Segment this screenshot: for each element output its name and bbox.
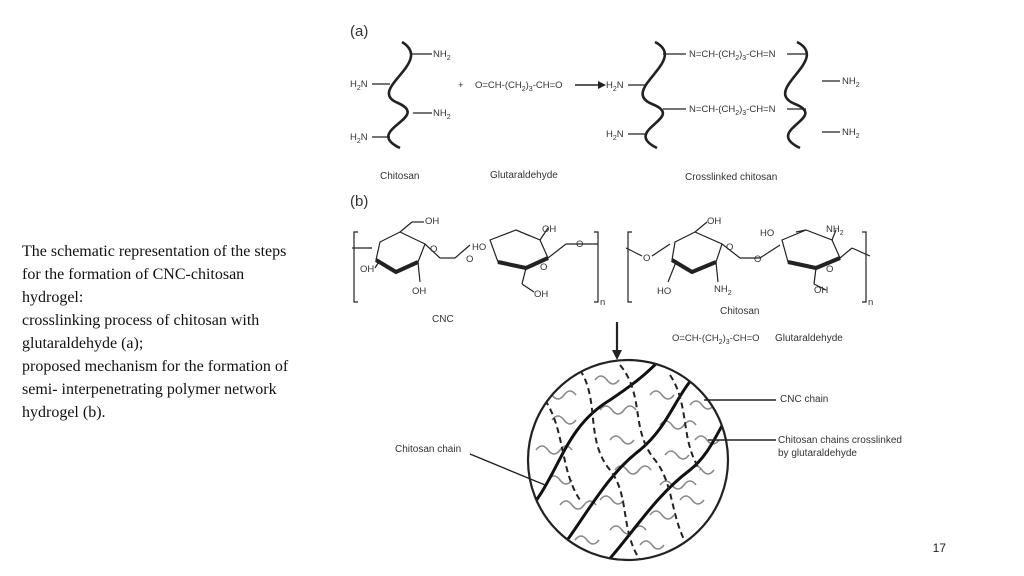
- glutaraldehyde-label-b: Glutaraldehyde: [775, 333, 843, 344]
- glutaraldehyde-label-a: Glutaraldehyde: [490, 170, 558, 181]
- crosslinked-right-chain: [783, 40, 809, 150]
- reaction-arrow: [575, 81, 606, 89]
- crosslink-dashed: [544, 364, 701, 560]
- slide-caption: The schematic representation of the step…: [22, 240, 352, 424]
- chitosan-n-subscript: n: [868, 297, 873, 308]
- cnc-chain-label: CNC chain: [780, 394, 828, 405]
- svg-text:H2N: H2N: [606, 80, 624, 93]
- crosslinked-left-chain: [641, 40, 667, 150]
- cnc-ring-o-1: O: [430, 244, 437, 255]
- cnc-structure: [352, 221, 599, 303]
- chitosan-amine-1: NH2: [714, 284, 732, 297]
- caption-line: hydrogel (b).: [22, 404, 106, 421]
- svg-text:H2N: H2N: [606, 129, 624, 142]
- hydrogel-network-sphere: [526, 358, 730, 562]
- cnc-ring-o-2: O: [540, 262, 547, 273]
- glutaraldehyde-formula: O=CH-(CH2)3-CH=O: [475, 80, 563, 93]
- crosslinked-amine-right-bottom: NH2: [842, 127, 860, 140]
- caption-line: crosslinking process of chitosan with: [22, 312, 260, 329]
- svg-text:N=CH-(CH2)3-CH=N: N=CH-(CH2)3-CH=N: [689, 104, 776, 117]
- chitosan-ring-o-2: O: [826, 264, 833, 275]
- chitosan-chain-leader: [469, 453, 546, 486]
- svg-text:N=CH-(CH2)3-CH=N: N=CH-(CH2)3-CH=N: [689, 49, 776, 62]
- chitosan-ho: HO: [657, 286, 671, 297]
- chitosan-ho-2: HO: [760, 228, 774, 239]
- svg-text:NH2: NH2: [433, 49, 451, 62]
- chitosan-chain-label: Chitosan chain: [395, 444, 461, 455]
- cnc-oh-5: OH: [534, 289, 548, 300]
- cnc-oh-1: OH: [425, 216, 439, 227]
- crosslinked-chitosan-label: Crosslinked chitosan: [685, 172, 777, 183]
- amine-group-2: H2N: [350, 79, 368, 92]
- crosslinked-amine-right-top: NH2: [842, 76, 860, 89]
- glutaraldehyde-formula-b: O=CH-(CH2)3-CH=O: [672, 333, 760, 346]
- crosslink-bridge-1: N=CH-(CH2)3-CH=N: [689, 49, 776, 62]
- crosslinked-chain-label-2: by glutaraldehyde: [778, 448, 857, 459]
- caption-line: semi- interpenetrating polymer network: [22, 381, 277, 398]
- cnc-ho: HO: [472, 242, 486, 253]
- panel-a-tag: (a): [350, 23, 368, 40]
- mechanism-arrow: [612, 322, 622, 360]
- svg-text:NH2: NH2: [433, 108, 451, 121]
- cnc-bridge-o: O: [466, 254, 473, 265]
- caption-line: The schematic representation of the step…: [22, 243, 287, 260]
- crosslinked-chain-label-1: Chitosan chains crosslinked: [778, 435, 902, 446]
- caption-line: glutaraldehyde (a);: [22, 335, 144, 352]
- crosslinked-amine-left-top: H2N: [606, 80, 624, 93]
- amine-group-3: NH2: [433, 108, 451, 121]
- cnc-oh-4: OH: [542, 224, 556, 235]
- chitosan-ring-o-1: O: [726, 242, 733, 253]
- caption-line: for the formation of CNC-chitosan: [22, 266, 245, 283]
- page-number: 17: [932, 541, 946, 555]
- cnc-label: CNC: [432, 314, 454, 325]
- svg-text:O=CH-(CH2)3-CH=O: O=CH-(CH2)3-CH=O: [475, 80, 563, 93]
- crosslink-bridge-2: N=CH-(CH2)3-CH=N: [689, 104, 776, 117]
- cnc-n-subscript: n: [600, 297, 605, 308]
- cnc-oh-2: OH: [360, 264, 374, 275]
- chitosan-chain-curve: [387, 40, 413, 150]
- amine-group-4: H2N: [350, 132, 368, 145]
- cnc-oh-3: OH: [412, 286, 426, 297]
- svg-text:NH2: NH2: [714, 284, 732, 297]
- chitosan-oh-1: OH: [707, 216, 721, 227]
- caption-line: hydrogel:: [22, 289, 84, 306]
- chitosan-chain-solid: [528, 360, 728, 560]
- chitosan-structure: [625, 221, 871, 303]
- panel-b-tag: (b): [350, 193, 368, 210]
- svg-text:NH2: NH2: [826, 224, 844, 237]
- cnc-end-o: O: [576, 239, 583, 250]
- chitosan-oh-2: OH: [814, 285, 828, 296]
- svg-text:H2N: H2N: [350, 79, 368, 92]
- amine-group-1: NH2: [433, 49, 451, 62]
- chitosan-bridge-o: O: [754, 254, 761, 265]
- svg-text:NH2: NH2: [842, 127, 860, 140]
- chitosan-label-a: Chitosan: [380, 171, 419, 182]
- caption-line: proposed mechanism for the formation of: [22, 358, 289, 375]
- crosslinked-amine-left-bottom: H2N: [606, 129, 624, 142]
- svg-text:NH2: NH2: [842, 76, 860, 89]
- chitosan-label-b: Chitosan: [720, 306, 759, 317]
- chitosan-amine-2: NH2: [826, 224, 844, 237]
- svg-text:O=CH-(CH2)3-CH=O: O=CH-(CH2)3-CH=O: [672, 333, 760, 346]
- plus-sign: +: [458, 80, 464, 91]
- chitosan-start-o: O: [643, 253, 650, 264]
- svg-text:H2N: H2N: [350, 132, 368, 145]
